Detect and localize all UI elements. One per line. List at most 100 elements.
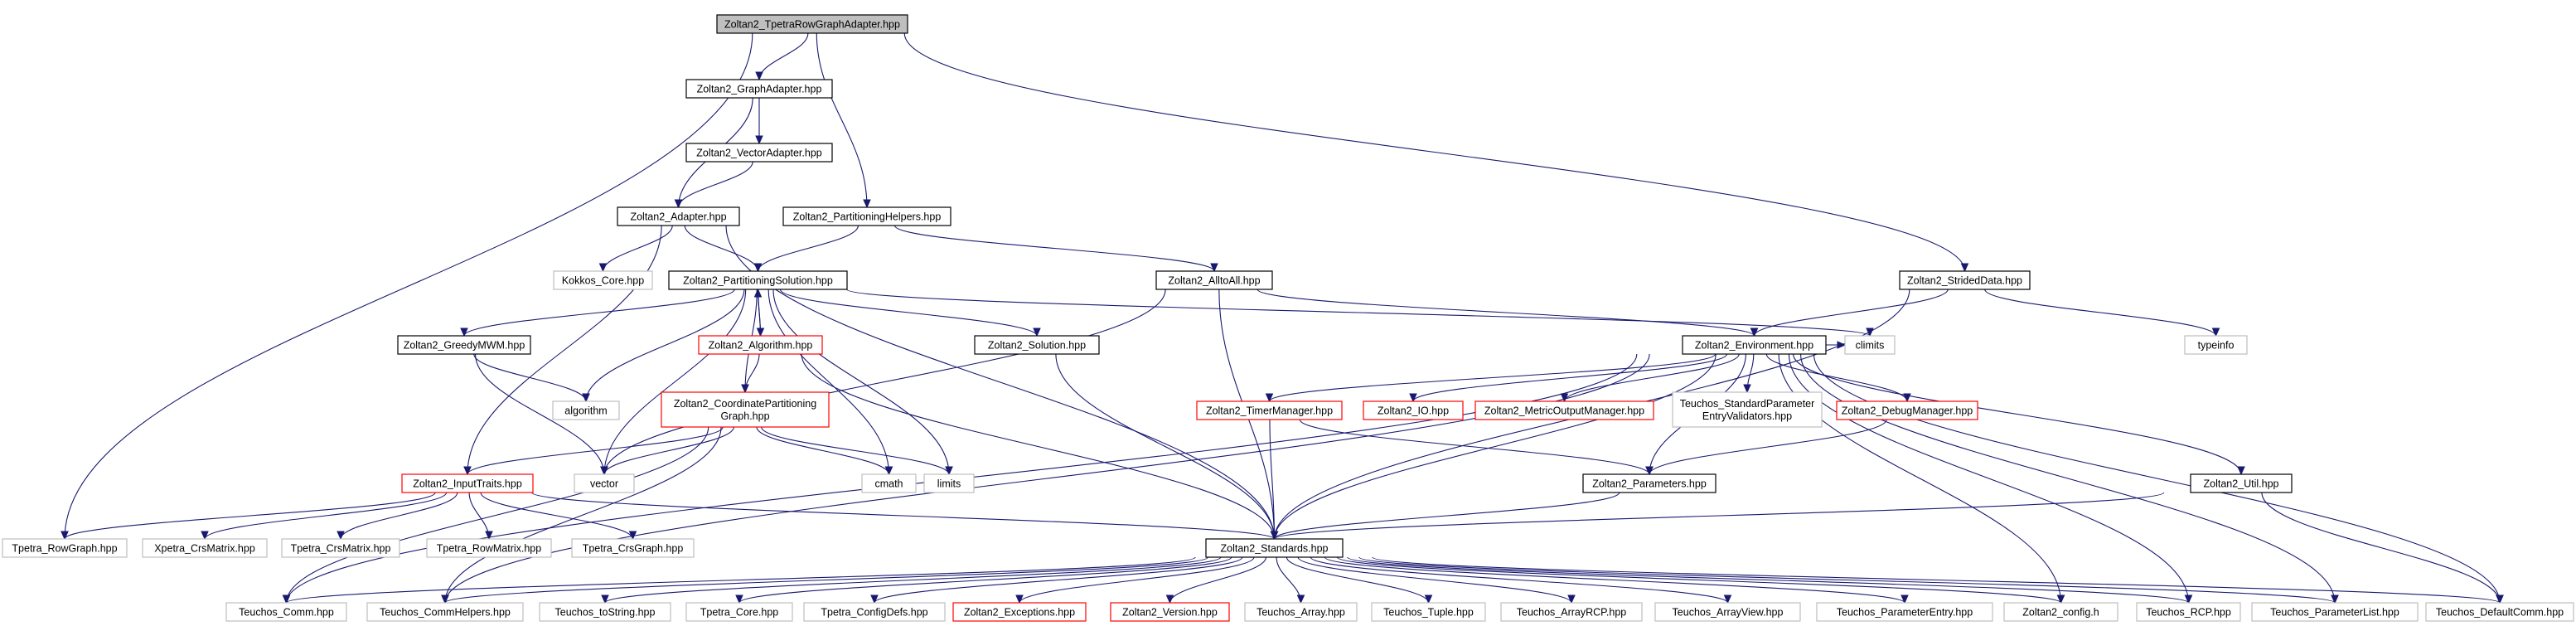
node-label: Zoltan2_IO.hpp	[1378, 405, 1449, 417]
node-box	[685, 602, 793, 622]
node-inputtraits[interactable]: Zoltan2_InputTraits.hpp	[401, 473, 534, 493]
node-standards[interactable]: Zoltan2_Standards.hpp	[1205, 538, 1344, 558]
node-box	[2251, 602, 2419, 622]
edge-standards-to-version	[1165, 556, 1266, 604]
node-tpetra-crsgraph: Tpetra_CrsGraph.hpp	[571, 538, 695, 558]
edge-standards-to-teuchos-parameterentry	[1324, 556, 1909, 604]
edge-algorithm-hpp-to-standards	[801, 353, 1279, 541]
node-solution[interactable]: Zoltan2_Solution.hpp	[974, 335, 1100, 355]
node-algorithm-hpp[interactable]: Zoltan2_Algorithm.hpp	[698, 335, 823, 355]
node-box	[1371, 602, 1486, 622]
node-box	[1196, 400, 1343, 420]
node-root[interactable]: Zoltan2_TpetraRowGraphAdapter.hpp	[716, 14, 908, 34]
node-label: Zoltan2_GraphAdapter.hpp	[697, 84, 822, 95]
node-box	[552, 400, 620, 420]
edge-greedymwm-to-algorithm	[473, 353, 590, 403]
node-version[interactable]: Zoltan2_Version.hpp	[1110, 602, 1230, 622]
edge-environment-to-timermanager	[1265, 353, 1717, 403]
node-box	[803, 602, 946, 622]
node-box	[1672, 391, 1823, 428]
edge-coordgraph-to-cmath	[756, 426, 893, 476]
node-box	[281, 538, 400, 558]
node-label: Zoltan2_StridedData.hpp	[1907, 275, 2022, 287]
node-label: Tpetra_CrsMatrix.hpp	[291, 543, 391, 555]
node-box	[426, 538, 552, 558]
node-label: vector	[590, 478, 618, 490]
node-label: algorithm	[564, 405, 607, 417]
edge-strideddata-to-typeinfo	[1984, 289, 2220, 337]
node-label: cmath	[874, 478, 903, 490]
node-box	[952, 602, 1087, 622]
nodes-layer: Zoltan2_TpetraRowGraphAdapter.hppZoltan2…	[2, 14, 2574, 622]
edge-environment-to-climits	[1826, 341, 1847, 349]
node-label: Graph.hpp	[720, 410, 769, 422]
edge-parameters-to-standards	[1270, 492, 1620, 541]
edge-coordgraph-to-inputtraits	[463, 426, 724, 476]
node-box	[1654, 602, 1801, 622]
node-partitioningsolution[interactable]: Zoltan2_PartitioningSolution.hpp	[668, 270, 848, 290]
edge-standards-to-teuchos-tuple	[1286, 556, 1433, 604]
node-teuchos-commhelpers: Teuchos_CommHelpers.hpp	[366, 602, 524, 622]
edge-adapter-to-kokkos-core	[598, 225, 673, 273]
edge-environment-to-io	[1409, 353, 1728, 403]
edge-environment-to-config-h	[1778, 353, 2065, 604]
node-label: Teuchos_ArrayRCP.hpp	[1517, 607, 1627, 619]
edge-standards-to-teuchos-rcp	[1347, 556, 2193, 604]
edge-coordgraph-to-teuchos-commhelpers	[441, 426, 722, 604]
node-io[interactable]: Zoltan2_IO.hpp	[1363, 400, 1464, 420]
node-parameters[interactable]: Zoltan2_Parameters.hpp	[1582, 473, 1717, 493]
node-label: Zoltan2_TimerManager.hpp	[1206, 405, 1333, 417]
node-util[interactable]: Zoltan2_Util.hpp	[2190, 473, 2293, 493]
node-teuchos-rcp: Teuchos_RCP.hpp	[2136, 602, 2241, 622]
node-box	[698, 335, 823, 355]
node-greedymwm[interactable]: Zoltan2_GreedyMWM.hpp	[397, 335, 531, 355]
node-box	[1500, 602, 1643, 622]
edge-inputtraits-to-tpetra-crsmatrix	[337, 492, 458, 541]
node-vectoradapter[interactable]: Zoltan2_VectorAdapter.hpp	[685, 143, 833, 163]
node-strideddata[interactable]: Zoltan2_StridedData.hpp	[1899, 270, 2031, 290]
node-debugmanager[interactable]: Zoltan2_DebugManager.hpp	[1836, 400, 1978, 420]
node-label: Zoltan2_Version.hpp	[1122, 607, 1218, 619]
node-box	[2136, 602, 2241, 622]
node-teuchos-parameterentry: Teuchos_ParameterEntry.hpp	[1816, 602, 1993, 622]
node-metricoutput[interactable]: Zoltan2_MetricOutputManager.hpp	[1474, 400, 1654, 420]
node-label: Tpetra_Core.hpp	[700, 607, 779, 619]
edges-layer	[61, 32, 2504, 604]
node-config-h: Zoltan2_config.h	[2003, 602, 2118, 622]
node-label: Teuchos_DefaultComm.hpp	[2436, 607, 2564, 619]
node-adapter[interactable]: Zoltan2_Adapter.hpp	[617, 206, 740, 226]
edge-partitioningsolution-to-climits	[846, 289, 1874, 337]
node-box	[2184, 335, 2248, 355]
edge-environment-to-teuchos-rcp	[1788, 353, 2193, 604]
edge-standards-to-teuchos-parameterlist	[1358, 556, 2339, 604]
node-exceptions[interactable]: Zoltan2_Exceptions.hpp	[952, 602, 1087, 622]
edge-inputtraits-to-tpetra-crsgraph	[480, 492, 637, 541]
node-timermanager[interactable]: Zoltan2_TimerManager.hpp	[1196, 400, 1343, 420]
node-box	[1844, 335, 1896, 355]
node-teuchos-arrayview: Teuchos_ArrayView.hpp	[1654, 602, 1801, 622]
node-graphadapter[interactable]: Zoltan2_GraphAdapter.hpp	[685, 79, 833, 99]
edge-alltoall-to-environment	[1257, 289, 1759, 337]
edge-coordgraph-to-limits	[761, 426, 953, 476]
node-label: Zoltan2_Standards.hpp	[1221, 543, 1329, 555]
node-environment[interactable]: Zoltan2_Environment.hpp	[1682, 335, 1827, 355]
edge-standards-to-exceptions	[1015, 556, 1255, 604]
node-label: Teuchos_StandardParameter	[1680, 398, 1815, 410]
edge-partitioninghelpers-to-partitioningsolution	[753, 225, 859, 273]
node-box	[142, 538, 268, 558]
node-alltoall[interactable]: Zoltan2_AlltoAll.hpp	[1155, 270, 1273, 290]
edge-strideddata-to-environment	[1750, 289, 1949, 337]
node-vector: vector	[574, 473, 635, 493]
node-label: Teuchos_RCP.hpp	[2146, 607, 2231, 619]
node-tpetra-rowgraph: Tpetra_RowGraph.hpp	[2, 538, 128, 558]
node-teuchos-array: Teuchos_Array.hpp	[1244, 602, 1358, 622]
node-partitioninghelpers[interactable]: Zoltan2_PartitioningHelpers.hpp	[782, 206, 951, 226]
node-box	[553, 270, 653, 290]
edge-solution-to-standards	[1055, 353, 1279, 541]
node-label: Zoltan2_Adapter.hpp	[630, 211, 726, 223]
node-label: Zoltan2_DebugManager.hpp	[1842, 405, 1973, 417]
node-tpetra-core: Tpetra_Core.hpp	[685, 602, 793, 622]
node-label: Teuchos_Comm.hpp	[239, 607, 334, 619]
